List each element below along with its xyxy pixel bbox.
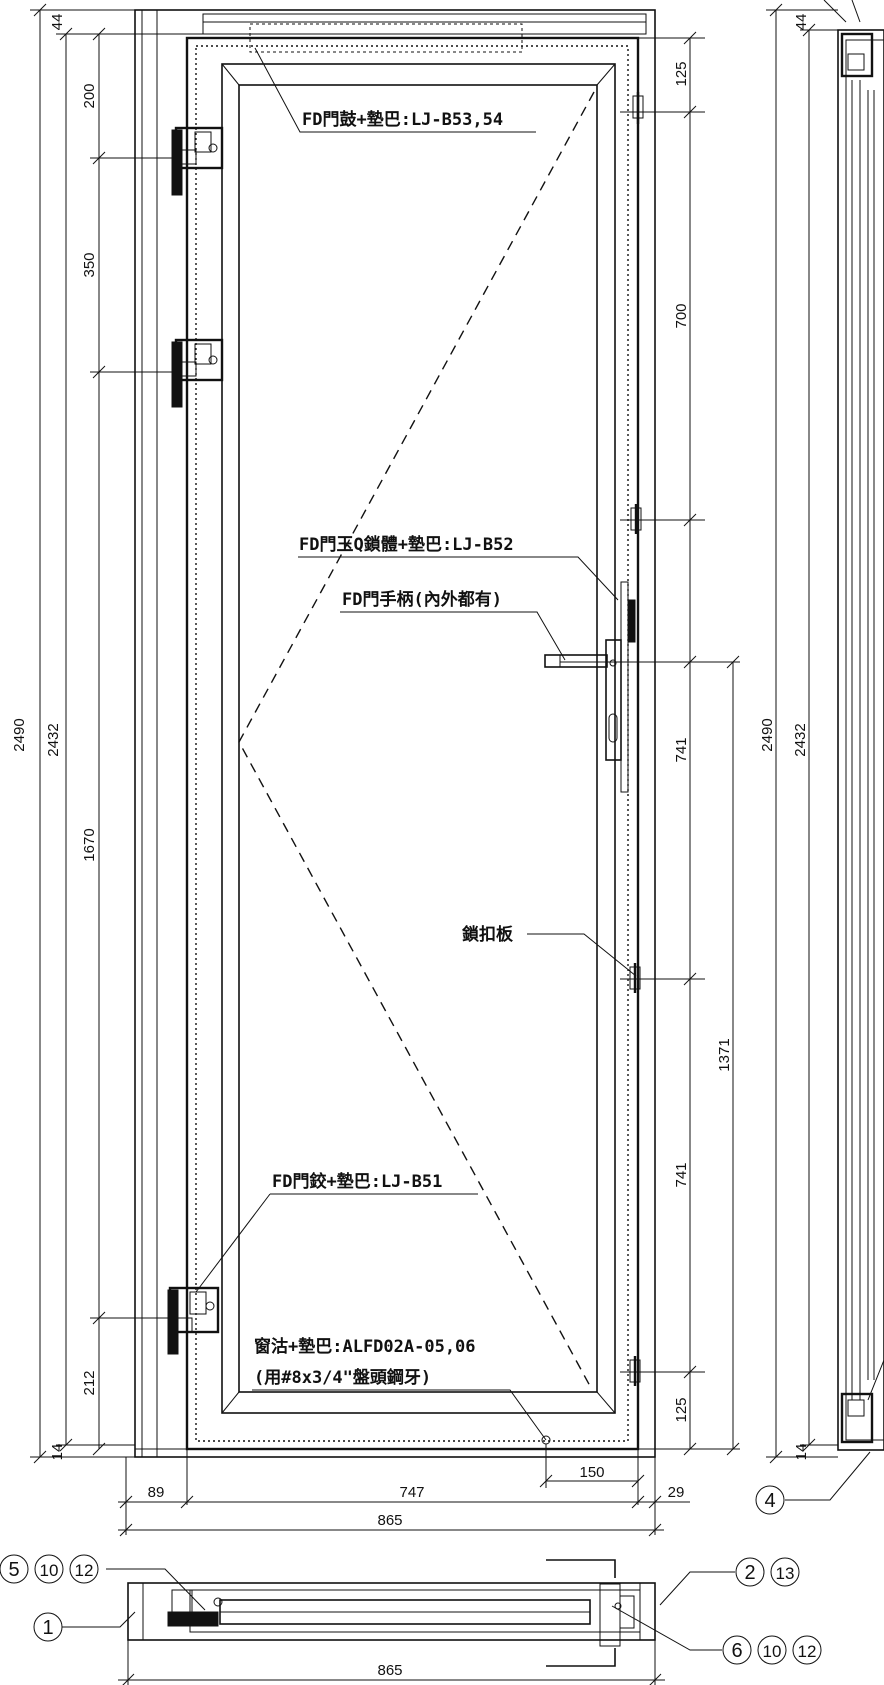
callout-12-a: 12 <box>75 1561 94 1580</box>
dim-bottom-gap: 14 <box>49 1444 66 1461</box>
door-handle <box>544 654 608 668</box>
bottom-dimension-lines <box>118 1444 690 1537</box>
dim-side-overall-height: 2490 <box>759 718 776 751</box>
lock-body <box>605 581 636 793</box>
dim-overall-height: 2490 <box>11 718 28 751</box>
dim-side-top-gap: 44 <box>793 14 810 31</box>
dim-top-lock: 125 <box>673 61 690 86</box>
dim-left-offset: 89 <box>148 1484 165 1501</box>
dim-mid-upper: 700 <box>673 303 690 328</box>
dim-hinge-top: 200 <box>81 83 98 108</box>
leader-lines <box>195 47 637 1441</box>
label-handle: FD門手柄(內外都有) <box>342 589 502 610</box>
callout-12-b: 12 <box>798 1642 817 1661</box>
callout-5-10-12-leader <box>106 1568 206 1611</box>
plan-dimension <box>118 1640 665 1685</box>
right-dimension-lines <box>560 31 740 1456</box>
hinge-bottom <box>167 1286 220 1355</box>
callout-5: 5 <box>8 1559 19 1581</box>
callout-10-a: 10 <box>40 1561 59 1580</box>
callout-1: 1 <box>42 1617 53 1639</box>
dim-vent-width: 150 <box>579 1464 604 1481</box>
label-vent-line1: 窗沽+墊巴:ALFD02A-05,06 <box>254 1336 476 1357</box>
swing-direction-line <box>238 91 595 1387</box>
callout-6-10-12-leader <box>611 1605 722 1651</box>
callout-1-leader <box>62 1611 136 1628</box>
side-dimension-lines <box>766 3 838 1464</box>
dim-overall-width: 865 <box>377 1512 402 1529</box>
callout-10-b: 10 <box>763 1642 782 1661</box>
callout-4-circle <box>755 1485 785 1515</box>
dim-hinge-bottom: 212 <box>81 1370 98 1395</box>
label-strike-plate: 鎖扣板 <box>462 924 514 945</box>
dim-leaf-height: 2432 <box>45 723 62 756</box>
dim-bottom-lock: 125 <box>673 1397 690 1422</box>
dim-top-gap: 44 <box>49 14 66 31</box>
callout-4-leader <box>785 1451 871 1501</box>
dim-hinge-lower: 1670 <box>81 828 98 861</box>
side-elevation <box>823 0 884 1451</box>
outer-frame <box>134 9 656 1458</box>
callout-4: 4 <box>764 1490 775 1512</box>
dim-handle-upper: 741 <box>673 737 690 762</box>
left-dimension-lines <box>30 3 203 1464</box>
dim-handle-to-bottom: 1371 <box>716 1038 733 1071</box>
hinge-middle <box>171 338 224 408</box>
callout-6: 6 <box>731 1640 742 1662</box>
plan-section <box>127 1559 656 1667</box>
dim-right-offset: 29 <box>668 1484 685 1501</box>
door-leaf <box>185 23 640 1451</box>
callout-2-13-leader <box>659 1571 735 1606</box>
callout-2: 2 <box>744 1562 755 1584</box>
label-hinge: FD門鉸+墊巴:LJ-B51 <box>272 1171 442 1192</box>
callout-13: 13 <box>776 1564 795 1583</box>
dim-hinge-spacing: 350 <box>81 252 98 277</box>
dim-leaf-width: 747 <box>399 1484 424 1501</box>
dim-section-width: 865 <box>377 1662 402 1679</box>
hinge-top <box>171 126 224 196</box>
edge-keepers <box>629 92 644 1386</box>
dim-side-leaf-height: 2432 <box>792 723 809 756</box>
label-lock-body: FD門玉Q鎖體+墊巴:LJ-B52 <box>299 534 514 555</box>
label-top-hardware: FD門鼓+墊巴:LJ-B53,54 <box>302 109 503 130</box>
dim-handle-lower: 741 <box>673 1162 690 1187</box>
label-vent-line2: (用#8x3/4"盤頭鋼牙) <box>254 1367 431 1388</box>
dim-side-bottom-gap: 14 <box>793 1444 810 1461</box>
